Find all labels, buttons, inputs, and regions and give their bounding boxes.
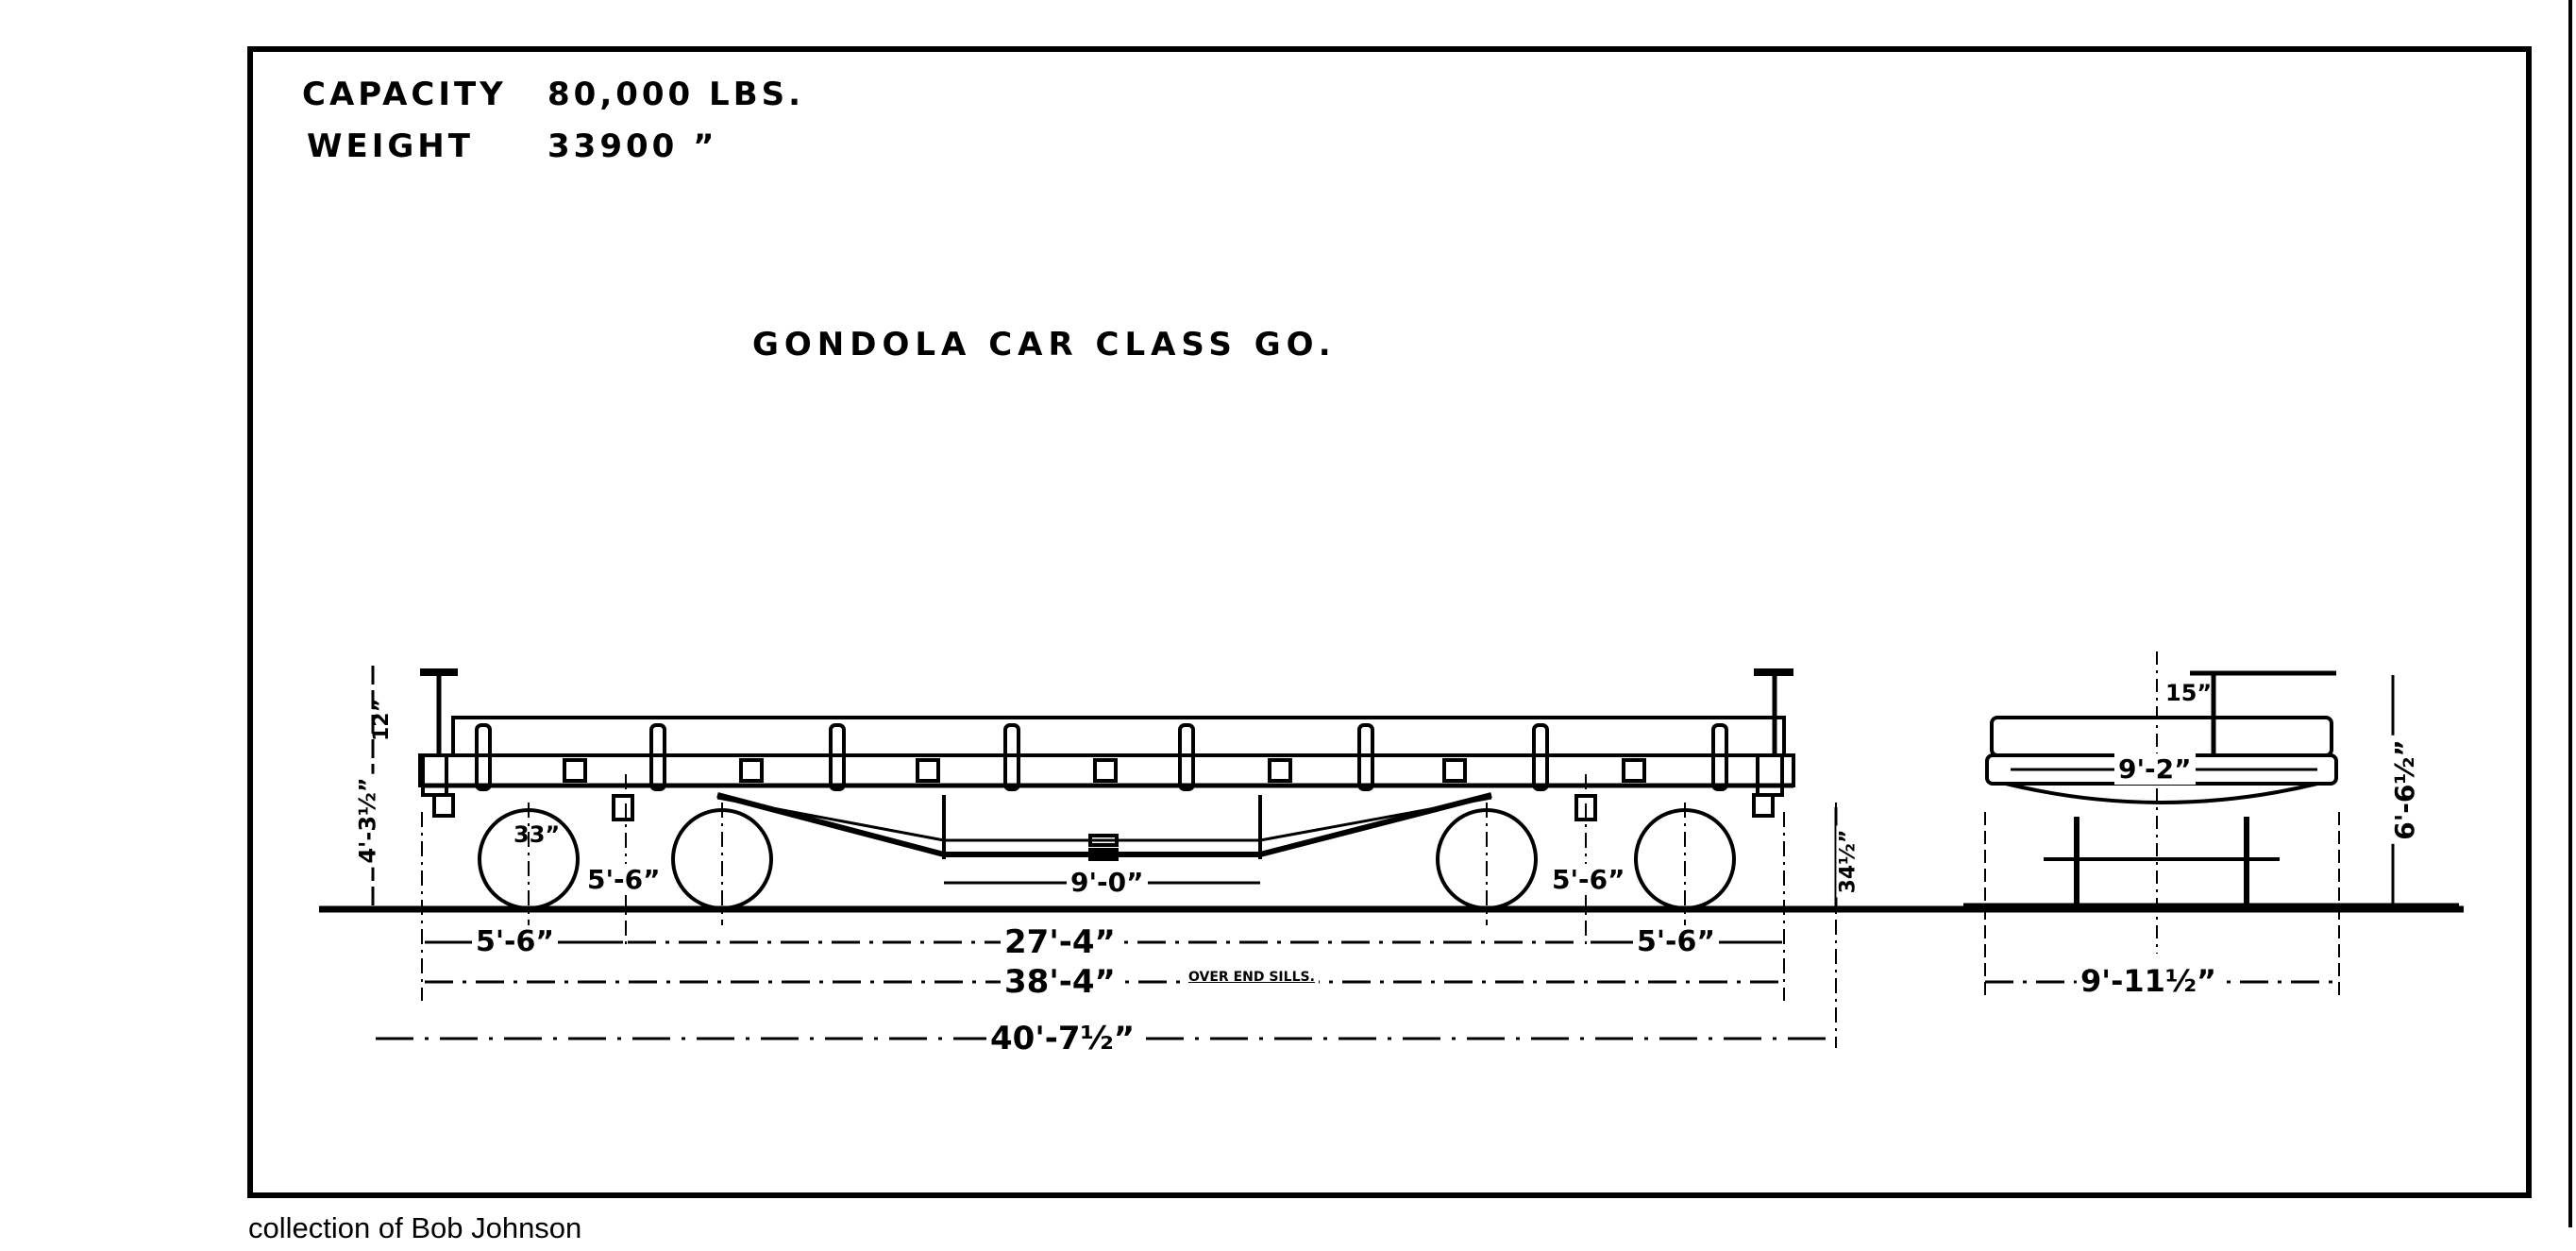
dim-side-height: 12” — [370, 698, 395, 742]
dim-overall-length: 40'-7½” — [986, 1020, 1139, 1057]
dim-end-to-truck-right: 5'-6” — [1633, 925, 1720, 958]
dim-deck-height: 4'-3½” — [354, 773, 381, 868]
dim-brake-offset: 15” — [2165, 680, 2213, 706]
dim-inside-width: 9'-2” — [2114, 753, 2196, 785]
capacity-value: 80,000 LBS. — [547, 76, 805, 113]
dim-overall-height: 6'-6½” — [2388, 735, 2420, 844]
drawing-title: GONDOLA CAR CLASS GO. — [752, 326, 1337, 363]
weight-value: 33900 ” — [547, 127, 718, 165]
dim-over-end-sills-note: OVER END SILLS. — [1185, 970, 1319, 985]
dim-wheel-diameter: 33” — [514, 821, 561, 848]
dim-truss-length: 9'-0” — [1067, 867, 1148, 898]
capacity-label: CAPACITY — [302, 76, 507, 113]
dim-truck-wheelbase-left: 5'-6” — [583, 864, 665, 895]
credit-text: collection of Bob Johnson — [248, 1211, 582, 1244]
weight-label: WEIGHT — [307, 127, 474, 165]
dim-truck-wheelbase-right: 5'-6” — [1548, 864, 1629, 895]
drawing-frame — [247, 46, 2532, 1198]
dim-coupler-height: 34½” — [1836, 825, 1860, 898]
dim-over-end-sills: 38'-4” — [1001, 963, 1120, 1001]
dim-overall-width: 9'-11½” — [2077, 963, 2221, 999]
dim-end-to-truck-left: 5'-6” — [472, 925, 559, 958]
dim-truck-centers: 27'-4” — [1001, 923, 1120, 961]
side-view — [319, 666, 2464, 1048]
